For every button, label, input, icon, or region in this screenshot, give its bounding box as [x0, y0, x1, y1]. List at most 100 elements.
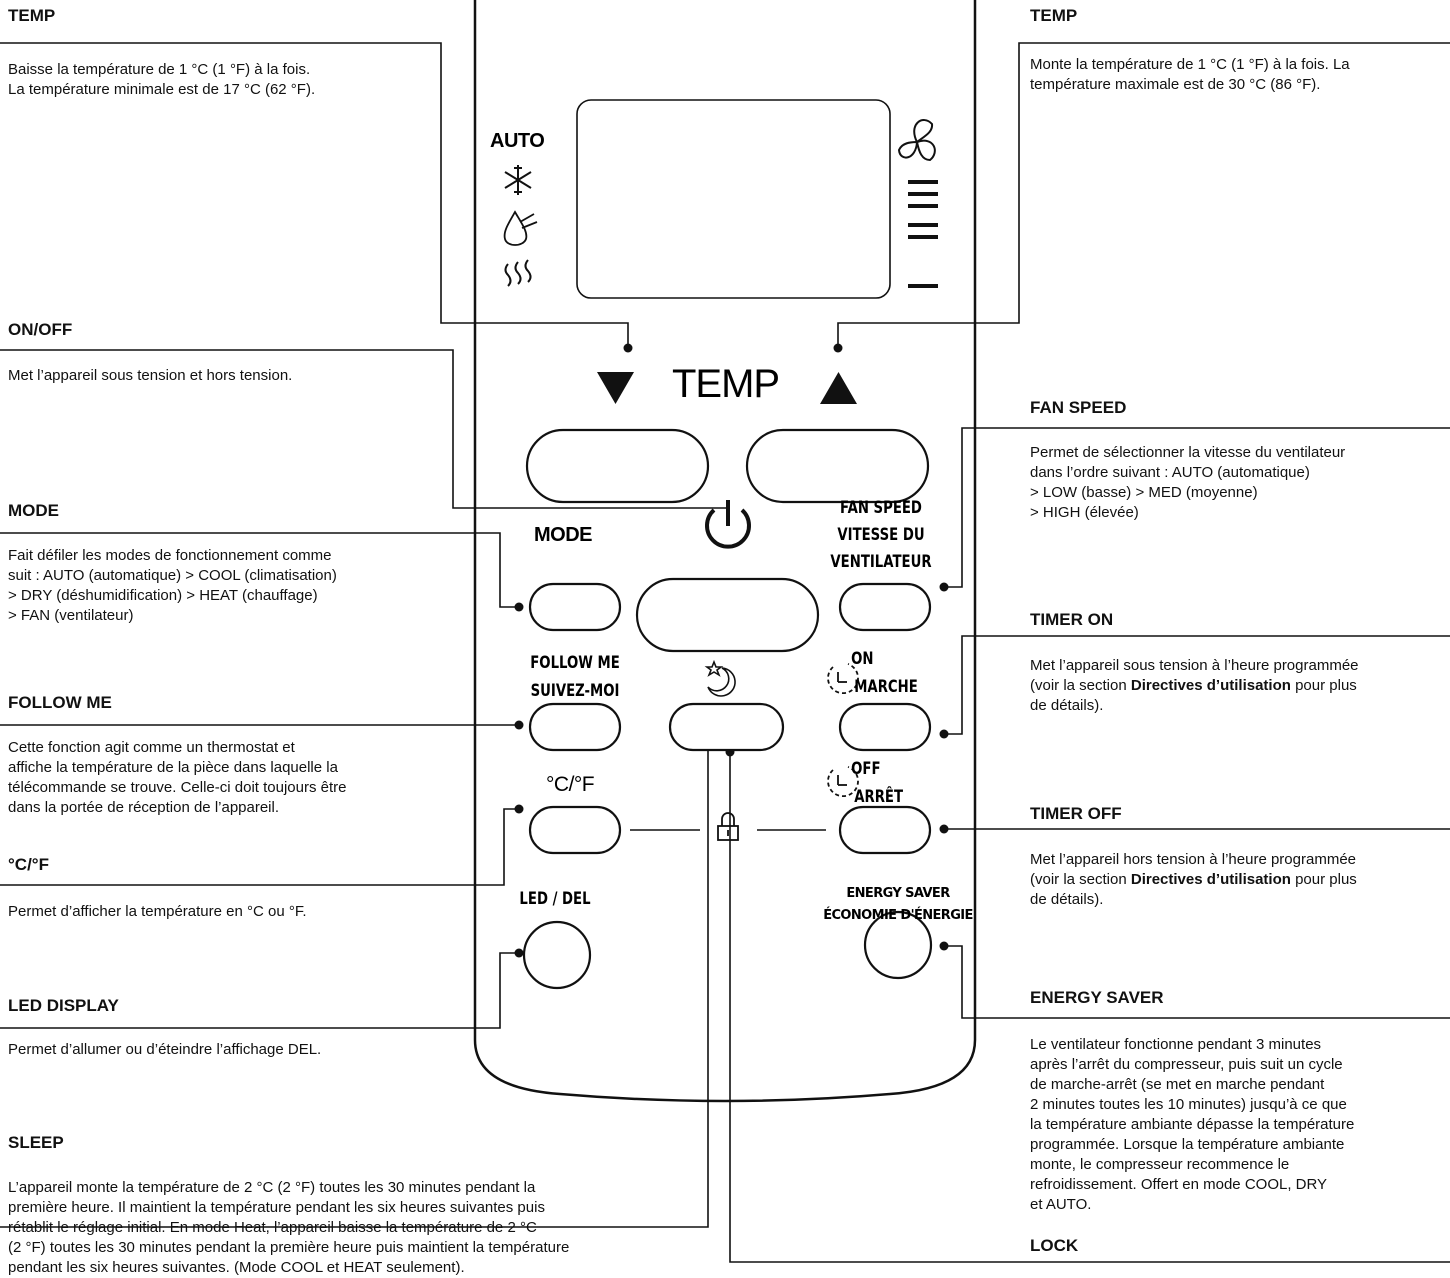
temp-up-heading: TEMP	[1030, 6, 1078, 25]
label-line: SUIVEZ-MOI	[530, 681, 620, 701]
led-button[interactable]	[522, 920, 592, 990]
desc-line: Le ventilateur fonctionne pendant 3 minu…	[1030, 1036, 1322, 1053]
desc-line: suit : AUTO (automatique) > COOL (climat…	[8, 567, 337, 584]
temp-down-arrow	[597, 372, 634, 404]
timer-on-button[interactable]	[838, 702, 932, 752]
desc-line: télécommande se trouve. Celle-ci doit to…	[8, 779, 347, 796]
power-icon	[705, 500, 751, 549]
desc-line: La température minimale est de 17 °C (62…	[8, 81, 316, 98]
mode-button[interactable]	[528, 582, 622, 632]
label-line: VENTILATEUR	[830, 552, 932, 572]
temp-down-heading: TEMP	[8, 6, 56, 25]
desc-line: (voir la section Directives d’utilisatio…	[1030, 870, 1357, 890]
desc-line: rétablit le réglage initial. En mode Hea…	[8, 1219, 537, 1236]
desc-line: de détails).	[1030, 891, 1104, 908]
onoff-button[interactable]	[635, 577, 820, 653]
desc-line: pendant les six heures suivantes. (Mode …	[8, 1259, 465, 1276]
fan-speed-button[interactable]	[838, 582, 932, 632]
temp-down-button[interactable]	[525, 428, 710, 504]
desc-line: dans l’ordre suivant : AUTO (automatique…	[1030, 464, 1310, 481]
follow-me-label: FOLLOW ME SUIVEZ-MOI	[517, 652, 634, 702]
fan-speed-label: FAN SPEED VITESSE DU VENTILATEUR	[823, 497, 940, 573]
desc-line: affiche la température de la pièce dans …	[8, 759, 338, 776]
led-desc: Permet d’allumer ou d’éteindre l’afficha…	[8, 1041, 322, 1058]
timer-on-heading: TIMER ON	[1030, 610, 1114, 629]
label-line: OFF	[851, 759, 881, 779]
sleep-icon	[704, 659, 736, 697]
timer-on-desc: Met l’appareil sous tension à l’heure pr…	[1030, 656, 1359, 716]
timer-off-label: OFF ARRÊT	[848, 758, 903, 808]
sleep-desc: L’appareil monte la température de 2 °C …	[8, 1178, 569, 1278]
led-heading: LED DISPLAY	[8, 996, 119, 1015]
cf-button[interactable]	[528, 805, 622, 855]
desc-line: Fait défiler les modes de fonctionnement…	[8, 547, 332, 564]
onoff-desc: Met l’appareil sous tension et hors tens…	[8, 367, 293, 384]
desc-line: Permet de sélectionner la vitesse du ven…	[1030, 444, 1346, 461]
desc-line: (2 °F) toutes les 30 minutes pendant la …	[8, 1239, 570, 1256]
heat-waves-icon	[504, 259, 532, 287]
fan-icon	[897, 119, 936, 162]
desc-line: Cette fonction agit comme un thermostat …	[8, 739, 295, 756]
desc-line: > FAN (ventilateur)	[8, 607, 134, 624]
lock-heading: LOCK	[1030, 1236, 1079, 1255]
label-line: ON	[851, 649, 874, 669]
cf-heading: °C/°F	[8, 855, 49, 874]
desc-line: après l’arrêt du compresseur, puis suit …	[1030, 1056, 1343, 1073]
fan-speed-desc: Permet de sélectionner la vitesse du ven…	[1030, 443, 1345, 523]
desc-line: de marche-arrêt (se met en marche pendan…	[1030, 1076, 1325, 1093]
desc-line: monte, le compresseur recommence le	[1030, 1156, 1290, 1173]
energy-saver-button[interactable]	[863, 910, 933, 980]
energy-heading: ENERGY SAVER	[1030, 988, 1164, 1007]
mode-heading: MODE	[8, 501, 59, 520]
mode-label: MODE	[534, 524, 593, 546]
desc-line: première heure. Il maintient la températ…	[8, 1199, 545, 1216]
fan-speed-bars	[908, 180, 938, 288]
desc-line: 2 minutes toutes les 10 minutes) jusqu’à…	[1030, 1096, 1347, 1113]
desc-bold: Directives d’utilisation	[1130, 871, 1291, 888]
cf-label: °C/°F	[546, 773, 595, 796]
temp-up-desc: Monte la température de 1 °C (1 °F) à la…	[1030, 55, 1350, 95]
auto-mode-label: AUTO	[490, 130, 545, 152]
temp-label: TEMP	[672, 362, 780, 406]
desc-line: > HIGH (élevée)	[1030, 504, 1139, 521]
lcd-screen	[576, 99, 891, 299]
desc-bold: Directives d’utilisation	[1130, 677, 1291, 694]
desc-text: pour plus	[1290, 677, 1357, 694]
label-line: VITESSE DU	[837, 525, 925, 545]
snowflake-icon	[504, 165, 532, 195]
desc-line: et AUTO.	[1030, 1196, 1092, 1213]
follow-me-desc: Cette fonction agit comme un thermostat …	[8, 738, 347, 818]
label-line: MARCHE	[854, 677, 918, 697]
desc-line: Baisse la température de 1 °C (1 °F) à l…	[8, 61, 311, 78]
fan-speed-heading: FAN SPEED	[1030, 398, 1127, 417]
temp-down-desc: Baisse la température de 1 °C (1 °F) à l…	[8, 60, 315, 100]
desc-line: > LOW (basse) > MED (moyenne)	[1030, 484, 1258, 501]
label-line: ENERGY SAVER	[846, 886, 950, 901]
label-line: FAN SPEED	[840, 498, 922, 518]
timer-off-desc: Met l’appareil hors tension à l’heure pr…	[1030, 850, 1357, 910]
follow-me-button[interactable]	[528, 702, 622, 752]
lock-icon	[717, 812, 739, 841]
cf-desc: Permet d’afficher la température en °C o…	[8, 903, 307, 920]
label-line: ÉCONOMIE D'ÉNERGIE	[823, 908, 973, 923]
desc-line: Monte la température de 1 °C (1 °F) à la…	[1030, 56, 1350, 73]
sleep-heading: SLEEP	[8, 1133, 64, 1152]
temp-up-button[interactable]	[745, 428, 930, 504]
dry-drop-icon	[503, 210, 538, 246]
desc-line: (voir la section Directives d’utilisatio…	[1030, 676, 1359, 696]
timer-on-label: ON MARCHE	[848, 648, 918, 698]
sleep-button[interactable]	[668, 702, 785, 752]
desc-line: programmée. Lorsque la température ambia…	[1030, 1136, 1345, 1153]
clock-icon	[827, 663, 859, 797]
desc-line: la température ambiante dépasse la tempé…	[1030, 1116, 1355, 1133]
desc-line: dans la portée de réception de l’apparei…	[8, 799, 280, 816]
follow-me-heading: FOLLOW ME	[8, 693, 112, 712]
desc-line: Met l’appareil hors tension à l’heure pr…	[1030, 851, 1357, 868]
desc-line: température maximale est de 30 °C (86 °F…	[1030, 76, 1321, 93]
label-line: ARRÊT	[854, 787, 904, 807]
timer-off-button[interactable]	[838, 805, 932, 855]
timer-off-heading: TIMER OFF	[1030, 804, 1122, 823]
desc-line: > DRY (déshumidification) > HEAT (chauff…	[8, 587, 318, 604]
energy-saver-label: ENERGY SAVER ÉCONOMIE D'ÉNERGIE	[818, 883, 978, 927]
